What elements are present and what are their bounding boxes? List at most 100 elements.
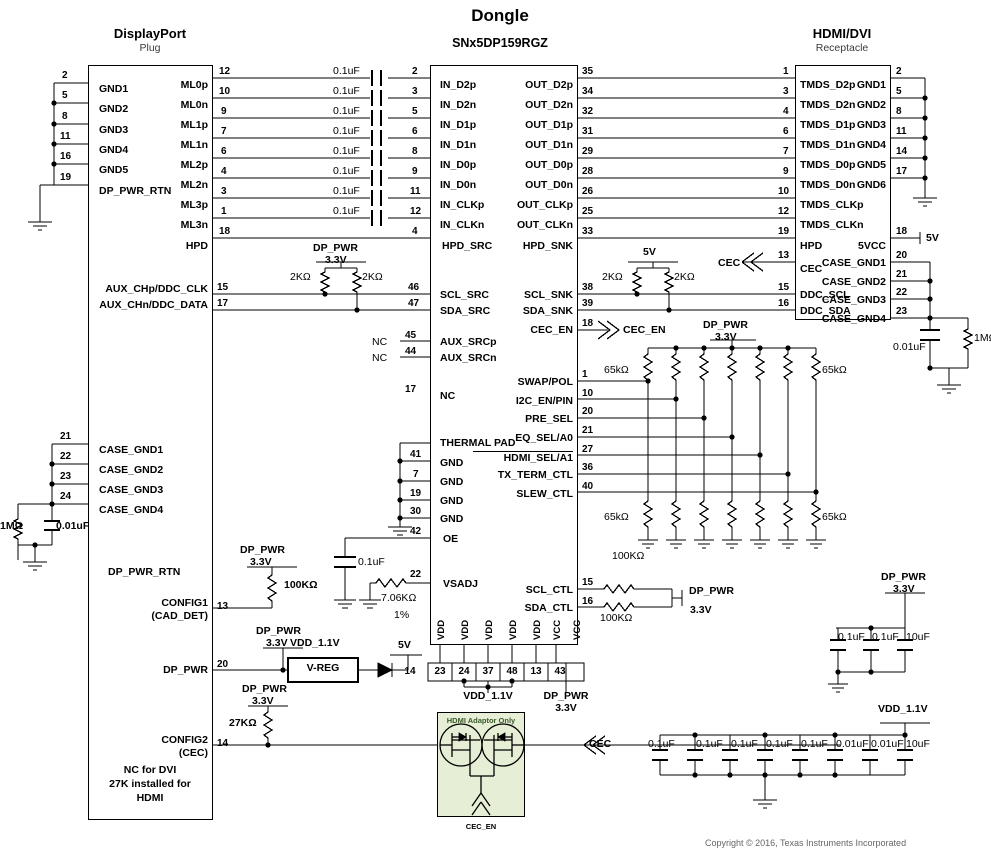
hdmi-left-pin-label-5: TMDS_D0n — [800, 179, 856, 191]
ctrl-pullup-rail: DP_PWR — [703, 319, 748, 331]
hdmi-left-pin-num-8: 19 — [778, 226, 790, 237]
ic-in-pin-num-0: 2 — [412, 66, 418, 77]
ic-snk-pin-label-1: SDA_SNK — [522, 305, 573, 317]
dp-footnote-line-1: NC for DVI — [123, 764, 177, 776]
ic-out-pin-label-3: OUT_D1n — [525, 139, 573, 151]
hdmi-right-pin-num-1: 5 — [896, 86, 902, 97]
hdmi-case-cap-value: 0.01uF — [893, 341, 926, 353]
ic-out-pin-num-7: 25 — [582, 206, 594, 217]
hdmi-right-pin-num-0: 2 — [896, 66, 902, 77]
dp-footnote: NC for DVI 27K installed for HDMI — [90, 763, 210, 806]
hdmi-left-pin-label-10: DDC_SCL — [800, 289, 850, 301]
hdmi-left-pin-label-7: TMDS_CLKn — [800, 219, 864, 231]
hdmi-left-pin-num-5: 9 — [783, 166, 789, 177]
ic-auxsrcp-nc-label: NC — [372, 336, 388, 348]
ic-snk-pin-label-2: CEC_EN — [530, 324, 573, 336]
hdmi-right-pin-num-7: 20 — [896, 250, 908, 261]
vreg-label: V-REG — [306, 662, 340, 674]
dp-right-pin-num-2: 9 — [221, 106, 227, 117]
ic-ctrl-pin-label-3: EQ_SEL/A0 — [515, 432, 573, 444]
dp-right-pin-label-0: ML0p — [180, 79, 208, 91]
ic-in-pin-label-8: HPD_SRC — [442, 240, 493, 252]
hdmi-left-pin-label-11: DDC_SDA — [800, 305, 851, 317]
config1-rail-voltage: 3.3V — [250, 556, 272, 568]
vreg-out-rail: VDD_1.1V — [290, 637, 340, 649]
dp-case-pin-num-1: 22 — [60, 451, 72, 462]
ac-cap-value-3: 0.1uF — [333, 125, 360, 137]
hdmi-right-pin-num-8: 21 — [896, 269, 908, 280]
hdmi-right-pin-label-3: GND4 — [856, 139, 886, 151]
vdd-bank-cap-1: 0.1uF — [696, 738, 723, 750]
hdmi-ddc-pullup-r1-value: 2KΩ — [602, 271, 623, 283]
dp-left-pin-num-0: 2 — [62, 70, 68, 81]
ic-snk-pin-label-0: SCL_SNK — [523, 289, 573, 301]
vdd-bank-cap-0: 0.1uF — [648, 738, 675, 750]
ctrl-pulldown-right-value: 65kΩ — [822, 511, 847, 523]
sheet-title: Dongle — [471, 6, 529, 25]
hdmi-left-pin-label-2: TMDS_D1p — [800, 119, 856, 131]
ic-snk-pin-num-1: 39 — [582, 298, 594, 309]
ic-vcc-pin-num-1: 43 — [554, 666, 566, 677]
ctl-pullup-rail-voltage: 3.3V — [690, 604, 712, 616]
ic-gnd-pin-num-2: 7 — [413, 469, 419, 480]
copyright-notice: Copyright © 2016, Texas Instruments Inco… — [705, 838, 907, 848]
hdmi-case-resistor-value: 1MΩ — [974, 332, 991, 344]
dp-left-pin-label-0: GND1 — [99, 83, 129, 95]
vdd-bank-cap-6: 0.01uF — [871, 738, 904, 750]
dp-case-pin-num-0: 21 — [60, 431, 72, 442]
dp-right-pin-label-4: ML2p — [180, 159, 208, 171]
ic-out-pin-num-5: 28 — [582, 166, 594, 177]
dp-pwr-bank-rail: DP_PWR — [881, 571, 926, 583]
dp-left-pin-num-5: 19 — [60, 172, 72, 183]
hdmi-left-pin-num-2: 4 — [783, 106, 789, 117]
hdmi-5v-label: 5V — [926, 232, 939, 244]
cec-net-hdmi-label: CEC — [718, 257, 741, 269]
ic-auxsrc-pin-num-0: 45 — [405, 330, 417, 341]
ic-ctrl-pin-label-0: SWAP/POL — [517, 376, 573, 388]
dp-footnote-line-2: 27K installed for — [109, 778, 191, 791]
dp-right-pin-num-5: 4 — [221, 166, 227, 177]
hdmi-left-pin-num-6: 10 — [778, 186, 790, 197]
ctrl-pulldown-left-value: 65kΩ — [604, 511, 629, 523]
hdmi-left-pin-label-3: TMDS_D1n — [800, 139, 856, 151]
dp-case-pin-label-1: CASE_GND2 — [99, 464, 164, 476]
ic-oe-pin-label: OE — [443, 533, 459, 545]
dp-config1-sublabel: (CAD_DET) — [151, 610, 208, 622]
hdmi-ddc-pullup-rail: 5V — [643, 246, 656, 258]
dp-config1-label: CONFIG1 — [161, 597, 208, 609]
dp-aux-pin-num-0: 15 — [217, 282, 229, 293]
ctrl-pullup-left-value: 65kΩ — [604, 364, 629, 376]
dp-case-pin-num-2: 23 — [60, 471, 72, 482]
ic-part-number: SNx5DP159RGZ — [452, 36, 548, 50]
ic-in-pin-label-4: IN_D0p — [440, 159, 477, 171]
dp-case-pin-num-3: 24 — [60, 491, 72, 502]
ic-out-pin-num-4: 29 — [582, 146, 594, 157]
dp-right-pin-num-6: 3 — [221, 186, 227, 197]
ic-src-pin-label-0: SCL_SRC — [440, 289, 490, 301]
vreg-in-rail: DP_PWR — [256, 625, 301, 637]
hdmi-right-pin-num-2: 8 — [896, 106, 902, 117]
ic-gnd-pin-num-1: 41 — [410, 449, 422, 460]
ic-ctrl-pin-label-2: PRE_SEL — [525, 413, 573, 425]
ic-ctrl-pin-num-0: 1 — [582, 369, 588, 380]
hdmi-subtitle: Receptacle — [815, 42, 869, 54]
dp-right-pin-label-5: ML2n — [180, 179, 208, 191]
ic-vdd-label-2: VDD — [484, 619, 495, 640]
ctrl-pullup-right-value: 65kΩ — [822, 364, 847, 376]
ddc-pullup-rail-voltage: 3.3V — [325, 254, 347, 266]
ic-in-pin-num-8: 4 — [412, 226, 418, 237]
ic-vdd-label-0: VDD — [436, 619, 447, 640]
ic-out-pin-label-1: OUT_D2n — [525, 99, 573, 111]
ic-out-pin-label-0: OUT_D2p — [525, 79, 573, 91]
ctl-pullup-resistor-value: 100KΩ — [600, 612, 633, 624]
hdmi-left-pin-num-3: 6 — [783, 126, 789, 137]
ic-thermal-pad-label: THERMAL PAD — [440, 437, 516, 449]
vsadj-resistor-value: 7.06KΩ — [381, 592, 417, 604]
displayport-connector-body — [88, 65, 213, 820]
ic-in-pin-num-5: 9 — [412, 166, 418, 177]
dp-left-pin-num-4: 16 — [60, 151, 72, 162]
ic-body — [430, 65, 578, 645]
hdmi-left-pin-label-0: TMDS_D2p — [800, 79, 856, 91]
ic-vcc-label-0: VCC — [552, 619, 563, 640]
hdmi-left-pin-label-9: CEC — [800, 263, 823, 275]
